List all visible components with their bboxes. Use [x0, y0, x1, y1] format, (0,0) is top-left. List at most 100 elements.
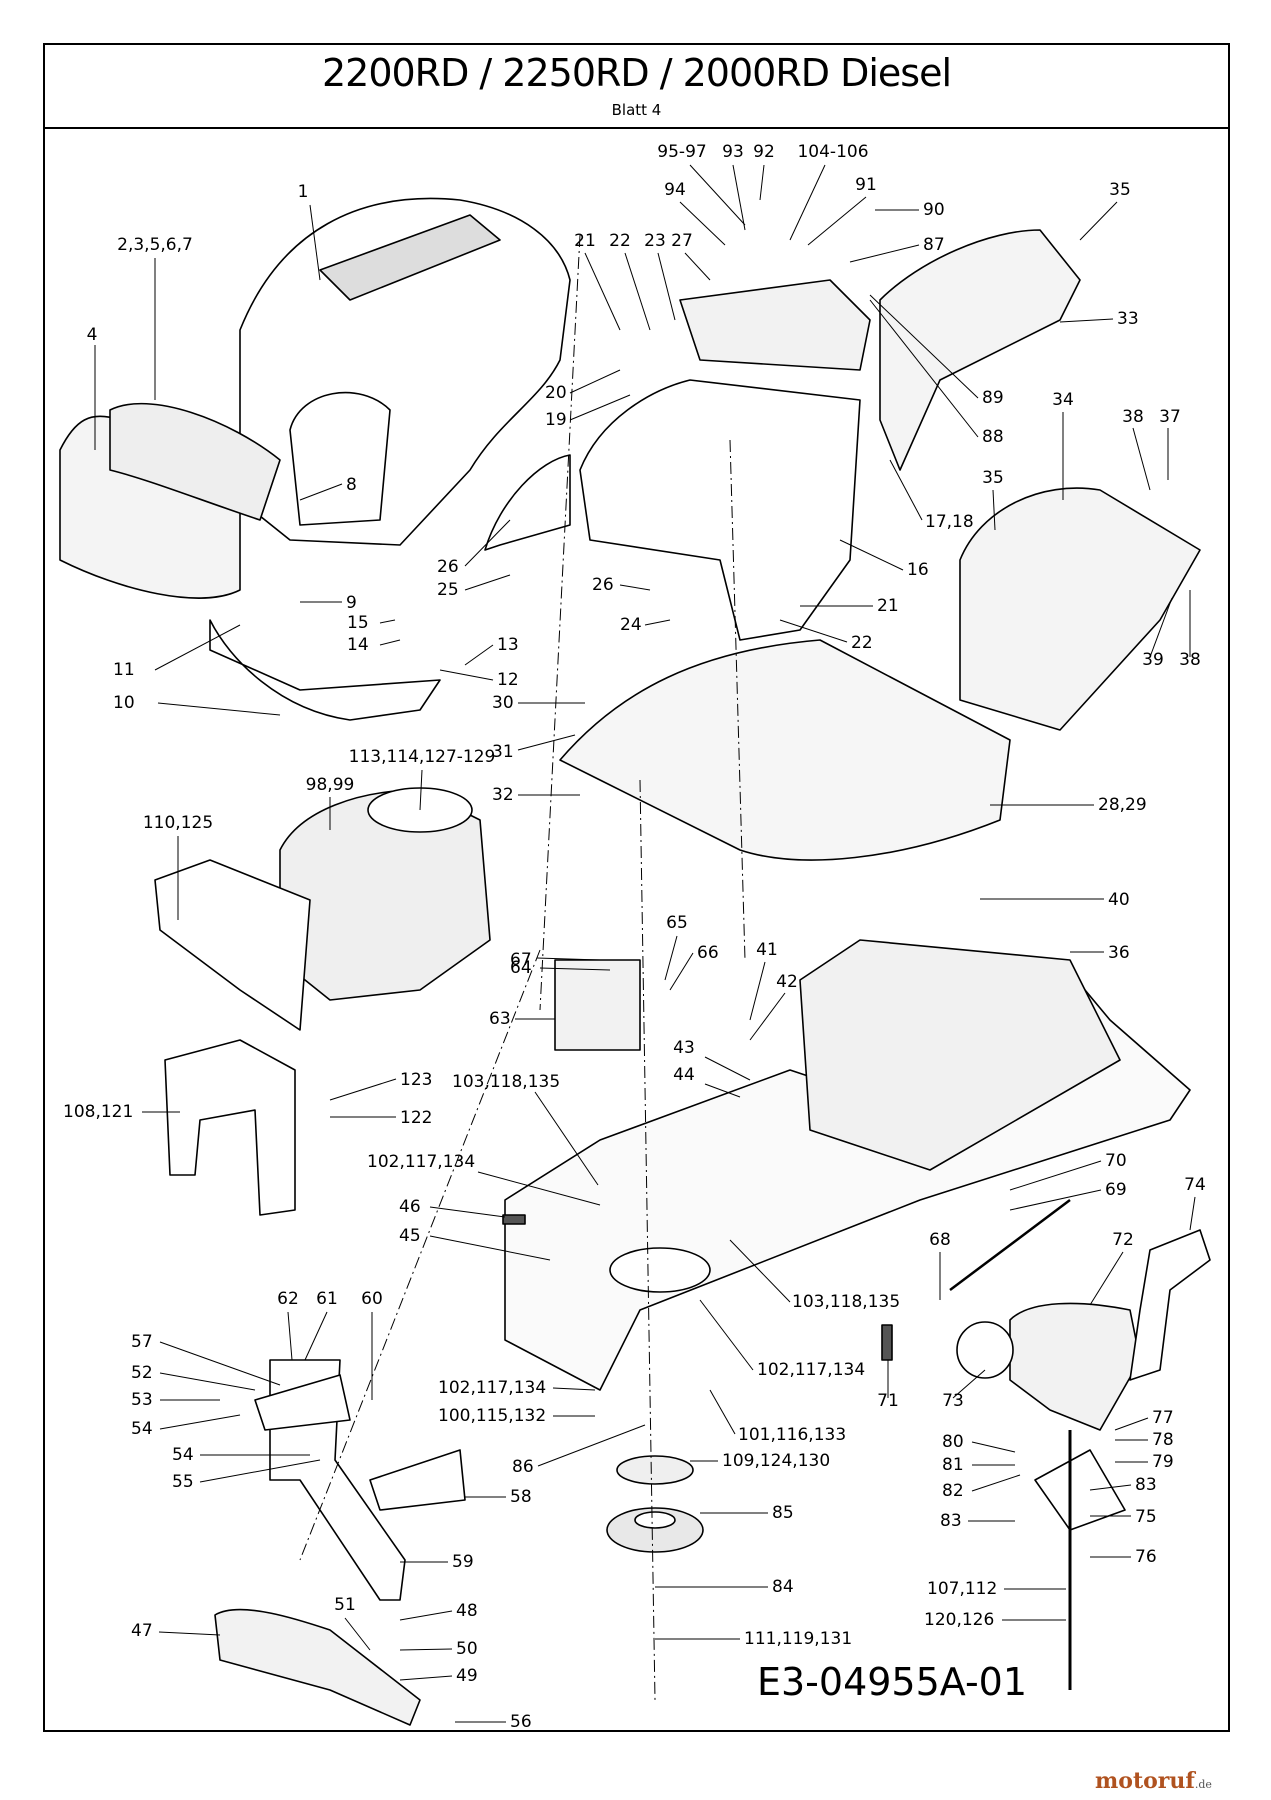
- callout-label: 47: [131, 1621, 153, 1641]
- callout-leader: [159, 1414, 241, 1430]
- callout-leader: [704, 1083, 741, 1098]
- callout-leader: [709, 1389, 736, 1435]
- callout-label: 14: [347, 635, 369, 655]
- callout-leader: [569, 369, 621, 394]
- callout-leader: [399, 1648, 453, 1651]
- callout-label: 35: [1109, 180, 1131, 200]
- callout-label: 4: [87, 325, 98, 345]
- callout-leader: [159, 1341, 281, 1386]
- callout-leader: [699, 1299, 754, 1371]
- callout-label: 56: [510, 1712, 532, 1732]
- part-outlines: [59, 197, 1211, 1726]
- callout-leader: [299, 483, 343, 501]
- callout-label: 75: [1135, 1507, 1157, 1527]
- engine-part: [279, 789, 491, 1001]
- dash-panel-part: [679, 279, 871, 371]
- callout-leader: [399, 1610, 453, 1621]
- callout-label: 102,117,134: [757, 1360, 865, 1380]
- callout-label: 80: [942, 1432, 964, 1452]
- callout-label: 59: [452, 1552, 474, 1572]
- callout-label: 111,119,131: [744, 1629, 852, 1649]
- callout-leader: [971, 1474, 1021, 1492]
- callout-leader: [477, 1171, 601, 1206]
- callout-leader: [839, 539, 904, 571]
- callout-label: 31: [492, 742, 514, 762]
- callout-leader: [732, 164, 746, 231]
- fuel-tank-bracket-part: [1129, 1229, 1211, 1381]
- callout-label: 78: [1152, 1430, 1174, 1450]
- callout-leader: [1079, 201, 1118, 241]
- rear-chassis-housing-part: [799, 939, 1121, 1171]
- callout-leader: [1059, 318, 1114, 323]
- callout-leader: [759, 164, 765, 201]
- callout-label: 83: [1135, 1475, 1157, 1495]
- callout-label: 25: [437, 580, 459, 600]
- callout-label: 73: [942, 1391, 964, 1411]
- callout-leader: [1114, 1417, 1149, 1431]
- callout-leader: [669, 952, 694, 991]
- rear-right-fender-part: [879, 229, 1081, 471]
- callout-leader: [287, 1311, 293, 1361]
- callout-label: 102,117,134: [438, 1378, 546, 1398]
- callout-leader: [429, 1235, 551, 1261]
- callout-leader: [429, 1206, 506, 1218]
- callout-label: 62: [277, 1289, 299, 1309]
- callout-label: 48: [456, 1601, 478, 1621]
- callout-leader: [869, 294, 979, 399]
- engine-shroud-part: [154, 859, 311, 1031]
- fuel-tank-part: [1009, 1302, 1141, 1431]
- callout-label: 40: [1108, 890, 1130, 910]
- callout-leader: [807, 196, 867, 246]
- callout-leader: [1009, 1160, 1102, 1191]
- callout-label: 109,124,130: [722, 1451, 830, 1471]
- callout-label: 120,126: [924, 1610, 994, 1630]
- callout-leader: [749, 961, 766, 1021]
- title-block: 2200RD / 2250RD / 2000RD Diesel Blatt 4: [43, 43, 1230, 129]
- callout-label: 28,29: [1098, 795, 1147, 815]
- callout-leader: [344, 1617, 371, 1651]
- callout-leader: [619, 584, 651, 591]
- callout-label: 65: [666, 913, 688, 933]
- callout-leader: [679, 201, 726, 246]
- callout-label: 17,18: [925, 512, 974, 532]
- callout-label: 54: [131, 1419, 153, 1439]
- callout-leader: [1009, 1189, 1102, 1211]
- callout-label: 26: [592, 575, 614, 595]
- callout-leader: [536, 957, 601, 961]
- callout-label: 89: [982, 388, 1004, 408]
- callout-label: 123: [400, 1070, 432, 1090]
- callout-leader: [889, 459, 923, 521]
- motoruf-watermark: motoruf.de: [1095, 1768, 1212, 1794]
- callout-label: 70: [1105, 1151, 1127, 1171]
- callout-leader: [399, 1675, 453, 1681]
- callout-label: 42: [776, 972, 798, 992]
- callout-label: 76: [1135, 1547, 1157, 1567]
- callout-label: 32: [492, 785, 514, 805]
- callout-label: 82: [942, 1481, 964, 1501]
- callout-label: 85: [772, 1503, 794, 1523]
- callout-leader: [304, 1311, 328, 1361]
- callout-label: 20: [545, 383, 567, 403]
- callout-label: 72: [1112, 1230, 1134, 1250]
- callout-label: 22: [851, 633, 873, 653]
- callout-leader: [309, 204, 321, 281]
- callout-leader: [749, 992, 786, 1041]
- muffler-bracket-part: [164, 1039, 296, 1216]
- callout-label: 104-106: [797, 142, 868, 162]
- mount-plate-part: [254, 1374, 351, 1431]
- front-bumper-part: [209, 619, 441, 721]
- callout-label: 102,117,134: [367, 1152, 475, 1172]
- front-axle-part: [214, 1608, 421, 1726]
- callout-leader: [157, 702, 281, 716]
- callout-label: 38: [1122, 407, 1144, 427]
- callout-leader: [329, 1078, 397, 1101]
- callout-label: 91: [855, 175, 877, 195]
- callout-label: 61: [316, 1289, 338, 1309]
- callout-label: 87: [923, 235, 945, 255]
- callout-label: 100,115,132: [438, 1406, 546, 1426]
- callout-leader: [992, 489, 996, 531]
- callout-label: 19: [545, 410, 567, 430]
- grille-insert: [109, 402, 281, 521]
